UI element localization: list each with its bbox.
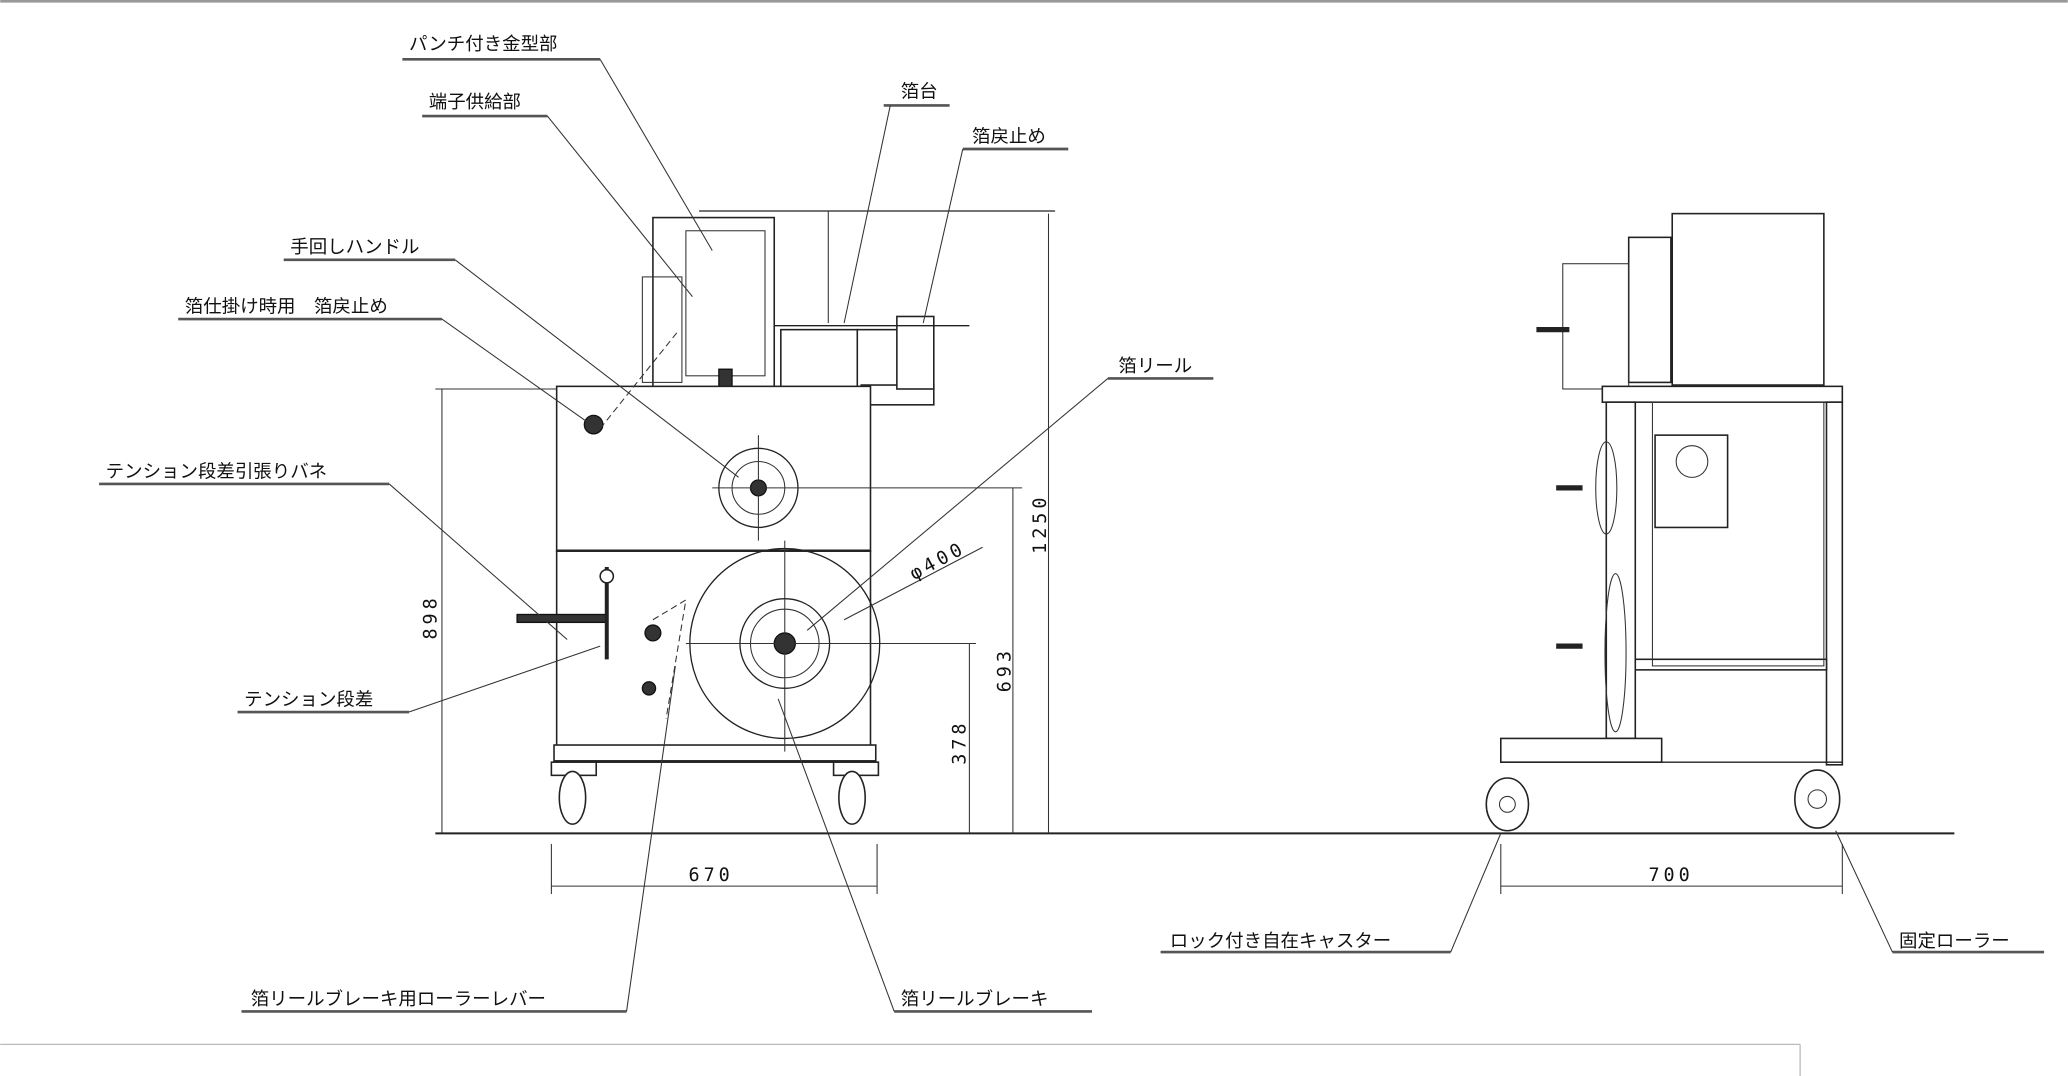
- dim-693: 693: [994, 647, 1015, 692]
- label-foil-reel: 箔リール: [1118, 356, 1192, 377]
- label-reel-brake: 箔リールブレーキ: [901, 988, 1049, 1010]
- label-tension-spring: テンション段差引張りバネ: [106, 461, 327, 482]
- label-punch-die: パンチ付き金型部: [409, 34, 558, 55]
- label-terminal-feed: 端子供給部: [429, 92, 521, 113]
- label-hand-crank: 手回しハンドル: [290, 237, 419, 258]
- tension-step-plate: [516, 613, 608, 624]
- dim-1250: 1250: [1030, 494, 1051, 554]
- dimension-lines: [435, 213, 1843, 895]
- lower-frame: [555, 550, 872, 763]
- dim-phi400: φ400: [906, 538, 969, 585]
- foil-stand: [780, 328, 859, 397]
- label-foil-backstop: 箔戻止め: [972, 126, 1046, 147]
- label-lock-caster: ロック付き自在キャスター: [1170, 931, 1391, 952]
- front-view: [516, 210, 1056, 825]
- label-brake-roller-lever: 箔リールブレーキ用ローラーレバー: [251, 988, 546, 1010]
- upper-frame: [555, 385, 872, 552]
- label-setup-backstop: 箔仕掛け時用 箔戻止め: [185, 297, 388, 318]
- dim-700: 700: [1648, 865, 1693, 886]
- front-casters: [550, 761, 880, 825]
- dim-670: 670: [689, 865, 734, 886]
- dim-378: 378: [949, 720, 970, 765]
- label-foil-stand: 箔台: [901, 82, 938, 103]
- label-tension-step: テンション段差: [244, 689, 373, 710]
- punch-die-unit: [652, 216, 776, 397]
- label-fixed-roller: 固定ローラー: [1899, 931, 2010, 952]
- side-view: [1485, 212, 1844, 832]
- callout-leaders: [99, 58, 2045, 1013]
- dim-898: 898: [421, 594, 442, 639]
